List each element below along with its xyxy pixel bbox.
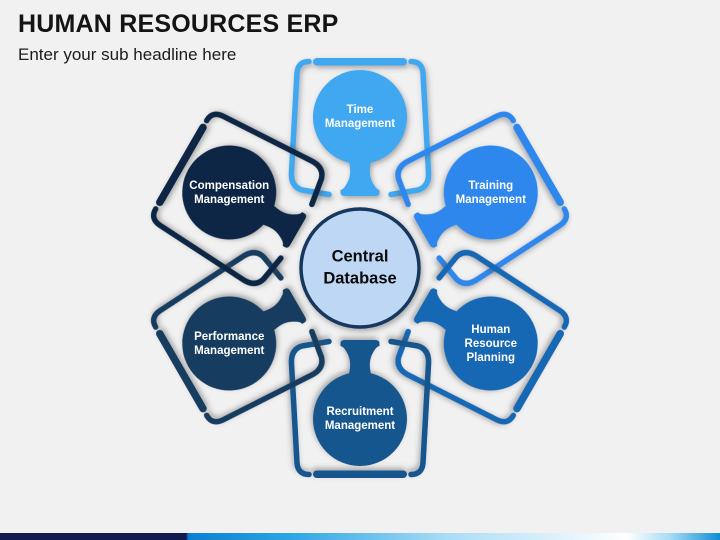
node-circle-time-management: [313, 70, 407, 164]
node-circle-recruitment-management: [313, 372, 407, 466]
node-circle-human-resource-planning: [443, 296, 538, 391]
slide-title: HUMAN RESOURCES ERP: [18, 10, 339, 38]
outer-bar-compensation-management: [156, 123, 207, 207]
bracket-right-training-management: [436, 206, 570, 287]
bracket-right-recruitment-management: [288, 338, 332, 478]
bracket-right-time-management: [388, 58, 432, 198]
node-shape-performance-management: [150, 249, 325, 425]
satellite-nodes-layer: [150, 58, 570, 478]
central-database-circle: [299, 207, 421, 329]
slide-subtitle: Enter your sub headline here: [18, 45, 237, 64]
outer-bar-training-management: [513, 123, 564, 207]
outer-bar-performance-management: [156, 329, 207, 413]
outer-bar-recruitment-management: [313, 470, 407, 478]
node-circle-training-management: [443, 145, 538, 240]
node-shape-time-management: [288, 58, 432, 198]
bracket-right-compensation-management: [203, 111, 325, 208]
bracket-left-performance-management: [203, 328, 325, 425]
bracket-left-compensation-management: [150, 206, 284, 287]
node-shape-recruitment-management: [288, 338, 432, 478]
outer-bar-human-resource-planning: [513, 329, 564, 413]
bracket-right-performance-management: [150, 249, 284, 330]
node-shape-training-management: [395, 111, 570, 287]
slide-header: HUMAN RESOURCES ERP Enter your sub headl…: [18, 9, 339, 65]
bracket-left-human-resource-planning: [436, 249, 570, 330]
footer-accent-bar: [0, 533, 720, 540]
connector-stem-recruitment-management: [340, 340, 380, 380]
node-circle-performance-management: [182, 296, 277, 391]
bracket-right-human-resource-planning: [395, 328, 517, 425]
node-shape-human-resource-planning: [395, 249, 570, 425]
outer-bar-time-management: [313, 58, 407, 66]
bracket-left-training-management: [395, 111, 517, 208]
central-database-shape: [299, 207, 421, 329]
node-circle-compensation-management: [182, 145, 277, 240]
bracket-left-time-management: [288, 58, 332, 198]
node-shape-compensation-management: [150, 111, 325, 287]
connector-stem-time-management: [340, 156, 380, 196]
bracket-left-recruitment-management: [388, 338, 432, 478]
